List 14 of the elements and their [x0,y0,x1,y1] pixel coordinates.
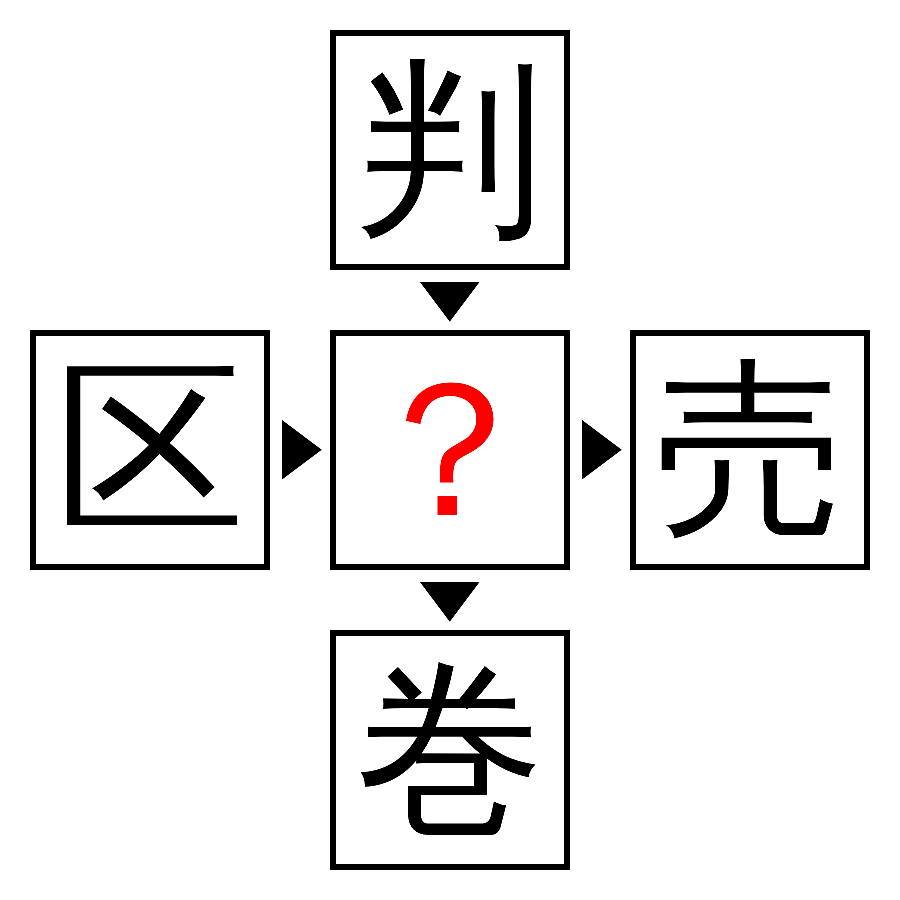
arrow [420,282,480,322]
arrow [582,420,622,480]
arrow [420,582,480,622]
arrow [282,420,322,480]
kanji-character: 巻 [355,655,545,845]
character-box [30,330,270,570]
kanji-character: 判 [355,55,545,245]
character-box [330,630,570,870]
character-box [330,330,570,570]
character-box [330,30,570,270]
question-mark: ？ [355,355,545,545]
character-box [630,330,870,570]
kanji-character: 売 [655,355,845,545]
kanji-character: 区 [55,355,245,545]
